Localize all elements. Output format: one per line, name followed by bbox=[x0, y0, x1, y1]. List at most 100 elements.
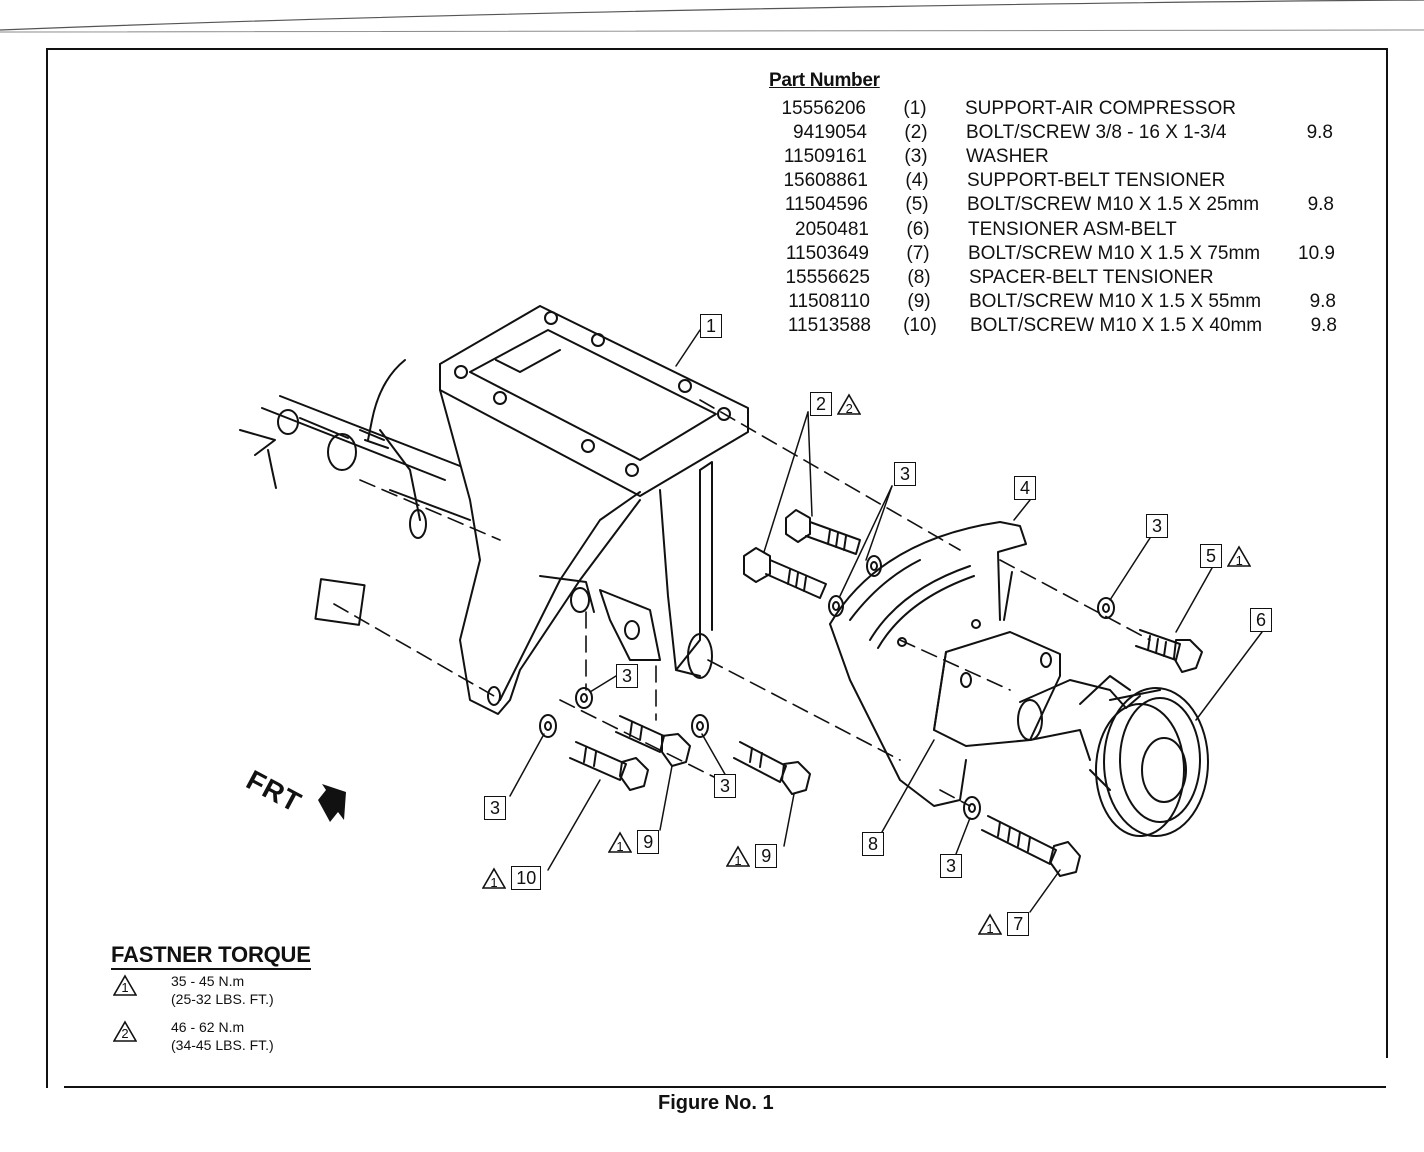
callout-3: 3 bbox=[894, 462, 916, 486]
parts-table-heading: Part Number bbox=[769, 70, 880, 91]
callout-3: 3 bbox=[616, 664, 638, 688]
callout-9: 1 9 bbox=[608, 830, 660, 854]
part-number: 11508110 bbox=[788, 291, 870, 312]
callout-number: 3 bbox=[940, 854, 962, 878]
callout-3: 3 bbox=[714, 774, 736, 798]
bolt-9-right bbox=[733, 741, 811, 795]
bolt-2-upper bbox=[785, 509, 861, 555]
leader-lines bbox=[509, 329, 1263, 913]
torque-symbol-icon: 1 bbox=[113, 974, 137, 996]
bolt-2-lower bbox=[743, 547, 827, 599]
part-description: BOLT/SCREW M10 X 1.5 X 25mm bbox=[967, 194, 1260, 215]
callout-5: 5 1 bbox=[1200, 544, 1252, 568]
callout-2: 2 2 bbox=[810, 392, 862, 416]
part-index: (8) bbox=[907, 267, 931, 288]
front-arrow-icon bbox=[318, 784, 346, 822]
part-number: 9419054 bbox=[793, 122, 867, 143]
part-number: 11513588 bbox=[787, 315, 871, 336]
part-number: 15556206 bbox=[781, 98, 866, 119]
part-torque-class: 9.8 bbox=[1306, 122, 1333, 143]
callout-9: 1 9 bbox=[726, 844, 778, 868]
figure-frame bbox=[46, 48, 1388, 1088]
torque-symbol-icon: 2 bbox=[113, 1020, 137, 1042]
torque-symbol-icon: 1 bbox=[978, 913, 1002, 936]
legend-torque-nm: 46 - 62 N.m bbox=[171, 1019, 245, 1035]
callout-number: 3 bbox=[484, 796, 506, 820]
callout-7: 1 7 bbox=[978, 912, 1030, 936]
callout-number: 8 bbox=[862, 832, 884, 856]
part-index: (6) bbox=[906, 219, 930, 240]
part-number: 15556625 bbox=[785, 267, 870, 288]
part-description: BOLT/SCREW 3/8 - 16 X 1-3/4 bbox=[966, 122, 1227, 143]
part-index: (1) bbox=[903, 98, 927, 119]
spacer-belt-tensioner bbox=[933, 631, 1061, 747]
figure-caption: Figure No. 1 bbox=[658, 1092, 774, 1114]
bolt-5 bbox=[1135, 629, 1203, 673]
belt-tensioner-support bbox=[829, 521, 1027, 807]
part-number: 11503649 bbox=[785, 243, 869, 264]
callout-number: 9 bbox=[637, 830, 660, 854]
torque-symbol-icon: 1 bbox=[482, 867, 506, 890]
callout-10: 1 10 bbox=[482, 866, 542, 890]
part-number: 2050481 bbox=[795, 219, 869, 240]
torque-symbol-icon: 2 bbox=[837, 393, 862, 416]
part-number: 11504596 bbox=[784, 194, 868, 215]
part-torque-class: 9.8 bbox=[1310, 315, 1337, 336]
callout-number: 9 bbox=[755, 844, 778, 868]
callout-3: 3 bbox=[1146, 514, 1168, 538]
part-torque-class: 9.8 bbox=[1307, 194, 1334, 215]
torque-symbol-icon: 1 bbox=[726, 845, 750, 868]
callout-number: 4 bbox=[1014, 476, 1036, 500]
callout-6: 6 bbox=[1250, 608, 1272, 632]
callout-number: 10 bbox=[511, 866, 542, 890]
callout-number: 3 bbox=[1146, 514, 1168, 538]
part-index: (5) bbox=[905, 194, 929, 215]
legend-torque-lbft: (34-45 LBS. FT.) bbox=[171, 1037, 274, 1053]
part-index: (2) bbox=[904, 122, 928, 143]
part-index: (3) bbox=[904, 146, 928, 167]
part-number: 15608861 bbox=[783, 170, 868, 191]
part-index: (9) bbox=[907, 291, 931, 312]
engine-block-outline bbox=[239, 359, 471, 626]
bolt-9-left bbox=[615, 715, 691, 767]
callout-3: 3 bbox=[484, 796, 506, 820]
part-description: BOLT/SCREW M10 X 1.5 X 55mm bbox=[969, 291, 1262, 312]
callout-1: 1 bbox=[700, 314, 722, 338]
callout-3: 3 bbox=[940, 854, 962, 878]
legend-torque-lbft: (25-32 LBS. FT.) bbox=[171, 991, 274, 1007]
part-index: (10) bbox=[903, 315, 937, 336]
torque-symbol-icon: 1 bbox=[1227, 545, 1252, 568]
callout-number: 3 bbox=[714, 774, 736, 798]
callout-8: 8 bbox=[862, 832, 884, 856]
air-compressor-support bbox=[439, 305, 749, 715]
part-torque-class: 10.9 bbox=[1298, 243, 1335, 264]
washers bbox=[539, 555, 1115, 820]
part-description: BOLT/SCREW M10 X 1.5 X 75mm bbox=[968, 243, 1261, 264]
part-number: 11509161 bbox=[783, 146, 867, 167]
part-description: TENSIONER ASM-BELT bbox=[968, 219, 1177, 240]
part-description: SPACER-BELT TENSIONER bbox=[969, 267, 1214, 288]
callout-number: 6 bbox=[1250, 608, 1272, 632]
assembly-center-lines bbox=[333, 399, 1151, 807]
legend-torque-nm: 35 - 45 N.m bbox=[171, 973, 245, 989]
callout-4: 4 bbox=[1014, 476, 1036, 500]
callout-number: 3 bbox=[616, 664, 638, 688]
part-description: SUPPORT-BELT TENSIONER bbox=[967, 170, 1226, 191]
bolt-7 bbox=[981, 815, 1081, 877]
part-index: (4) bbox=[905, 170, 929, 191]
part-index: (7) bbox=[906, 243, 930, 264]
callout-number: 3 bbox=[894, 462, 916, 486]
callout-number: 1 bbox=[700, 314, 722, 338]
part-description: SUPPORT-AIR COMPRESSOR bbox=[965, 98, 1236, 119]
callout-number: 2 bbox=[810, 392, 832, 416]
torque-symbol-icon: 1 bbox=[608, 831, 632, 854]
part-description: WASHER bbox=[966, 146, 1049, 167]
legend-title: FASTNER TORQUE bbox=[111, 942, 311, 970]
callout-number: 7 bbox=[1007, 912, 1030, 936]
part-description: BOLT/SCREW M10 X 1.5 X 40mm bbox=[970, 315, 1263, 336]
bolt-10 bbox=[569, 741, 649, 791]
part-torque-class: 9.8 bbox=[1309, 291, 1336, 312]
tensioner-assembly-pulley bbox=[1017, 675, 1209, 837]
callout-number: 5 bbox=[1200, 544, 1222, 568]
